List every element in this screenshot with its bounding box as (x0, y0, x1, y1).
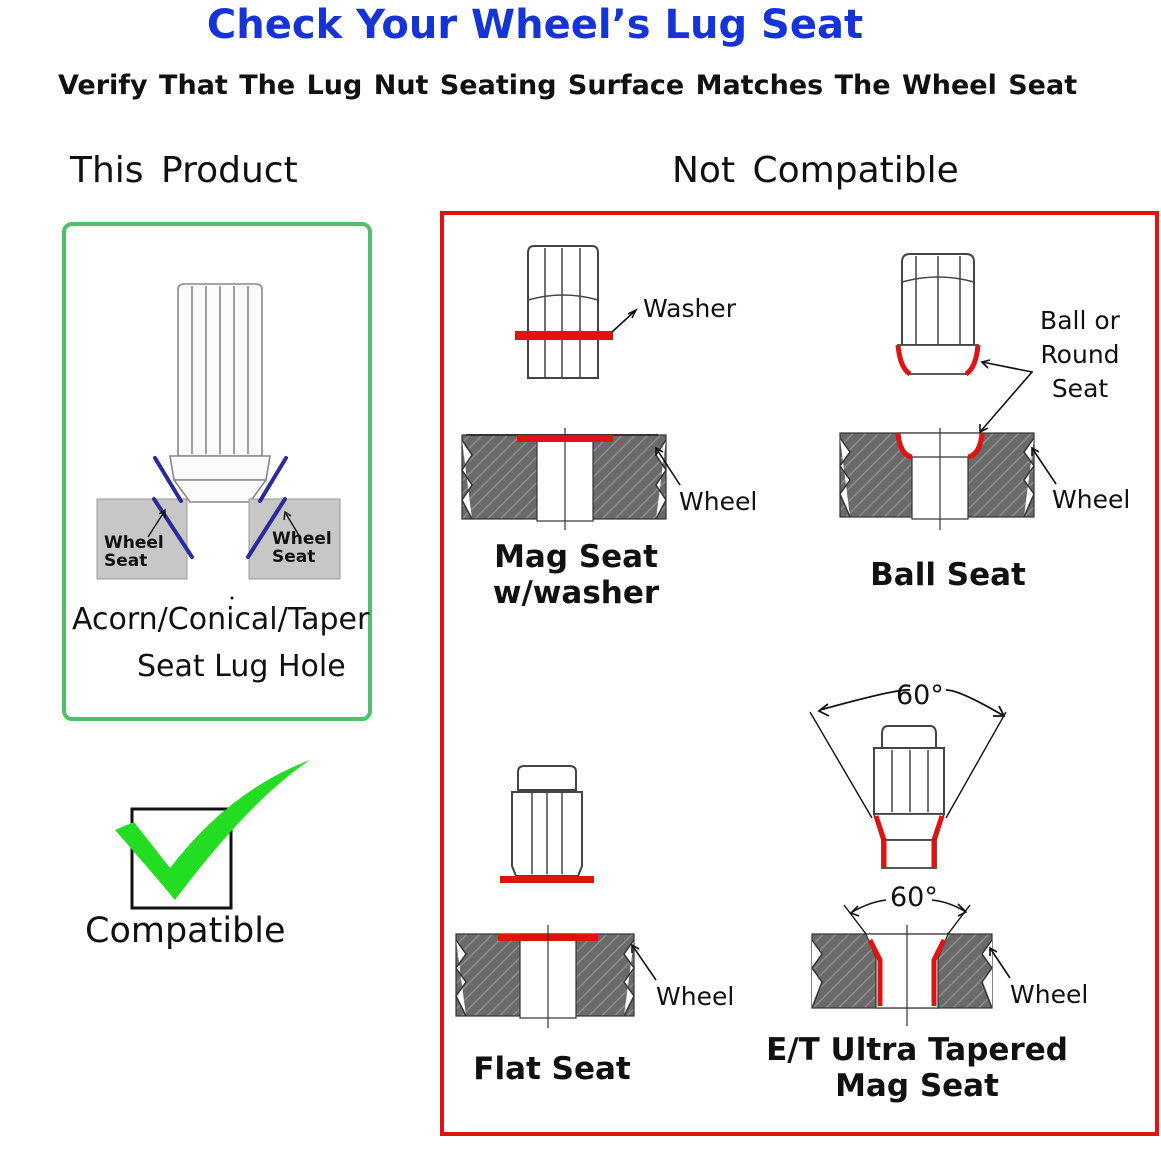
compatible-panel (62, 222, 372, 721)
ball-callout-line2: Round (1040, 339, 1120, 369)
et-seat-caption: E/T Ultra Tapered Mag Seat (764, 1032, 1070, 1104)
not-compatible-heading: Not Compatible (672, 150, 959, 191)
taper-lines (152, 456, 288, 559)
wheel-seat-arrows (147, 508, 301, 538)
product-caption-line2: Seat Lug Hole (137, 649, 346, 684)
et-seat-caption-line2: Mag Seat (835, 1067, 999, 1104)
wheel-seat-block-left (96, 498, 188, 580)
et-wheel-label: Wheel (1010, 980, 1089, 1009)
flat-wheel-label: Wheel (656, 982, 735, 1011)
ball-callout-line1: Ball or (1040, 306, 1120, 335)
compatible-label: Compatible (85, 911, 286, 951)
this-product-heading: This Product (70, 150, 298, 191)
wheel-seat-block-right (248, 498, 341, 580)
mag-seat-caption-line2: w/washer (492, 574, 660, 611)
spline-lug-nut-illustration (169, 283, 271, 503)
mag-wheel-label: Wheel (679, 487, 758, 516)
wheel-seat-right-line1: Wheel (272, 529, 332, 549)
flat-seat-caption: Flat Seat (473, 1051, 631, 1087)
mag-seat-caption: Mag Seat w/washer (476, 539, 676, 611)
ball-wheel-label: Wheel (1052, 485, 1131, 514)
et-seat-caption-line1: E/T Ultra Tapered (766, 1032, 1068, 1068)
checkmark-icon (115, 760, 310, 900)
not-compatible-panel (440, 211, 1159, 1136)
mag-seat-illustration (461, 245, 681, 530)
et-tapered-seat-illustration (809, 688, 1011, 1026)
wheel-seat-left-line2: Seat (104, 550, 148, 571)
page-title: Check Your Wheel’s Lug Seat (206, 2, 864, 48)
wheel-seat-label-right: Wheel Seat (272, 529, 332, 567)
wheel-seat-left-line1: Wheel (104, 533, 164, 553)
ball-seat-caption: Ball Seat (870, 557, 1026, 593)
ball-seat-illustration (839, 253, 1057, 530)
washer-label: Washer (643, 294, 736, 323)
checkbox-icon (130, 807, 233, 910)
ball-callout-line3: Seat (1051, 373, 1109, 403)
wheel-seat-label-left: Wheel Seat (104, 533, 164, 571)
product-caption-line1: Acorn/Conical/Taper (72, 602, 370, 637)
et-angle-bottom-label: 60° (890, 882, 938, 913)
wheel-seat-right-line2: Seat (272, 546, 316, 567)
et-angle-top-label: 60° (896, 680, 944, 711)
mag-seat-caption-line1: Mag Seat (494, 539, 658, 575)
ball-round-seat-callout: Ball or Round Seat (1030, 304, 1130, 405)
page-subtitle: Verify That The Lug Nut Seating Surface … (58, 70, 1078, 101)
center-dot (230, 596, 234, 600)
flat-seat-illustration (455, 765, 657, 1028)
